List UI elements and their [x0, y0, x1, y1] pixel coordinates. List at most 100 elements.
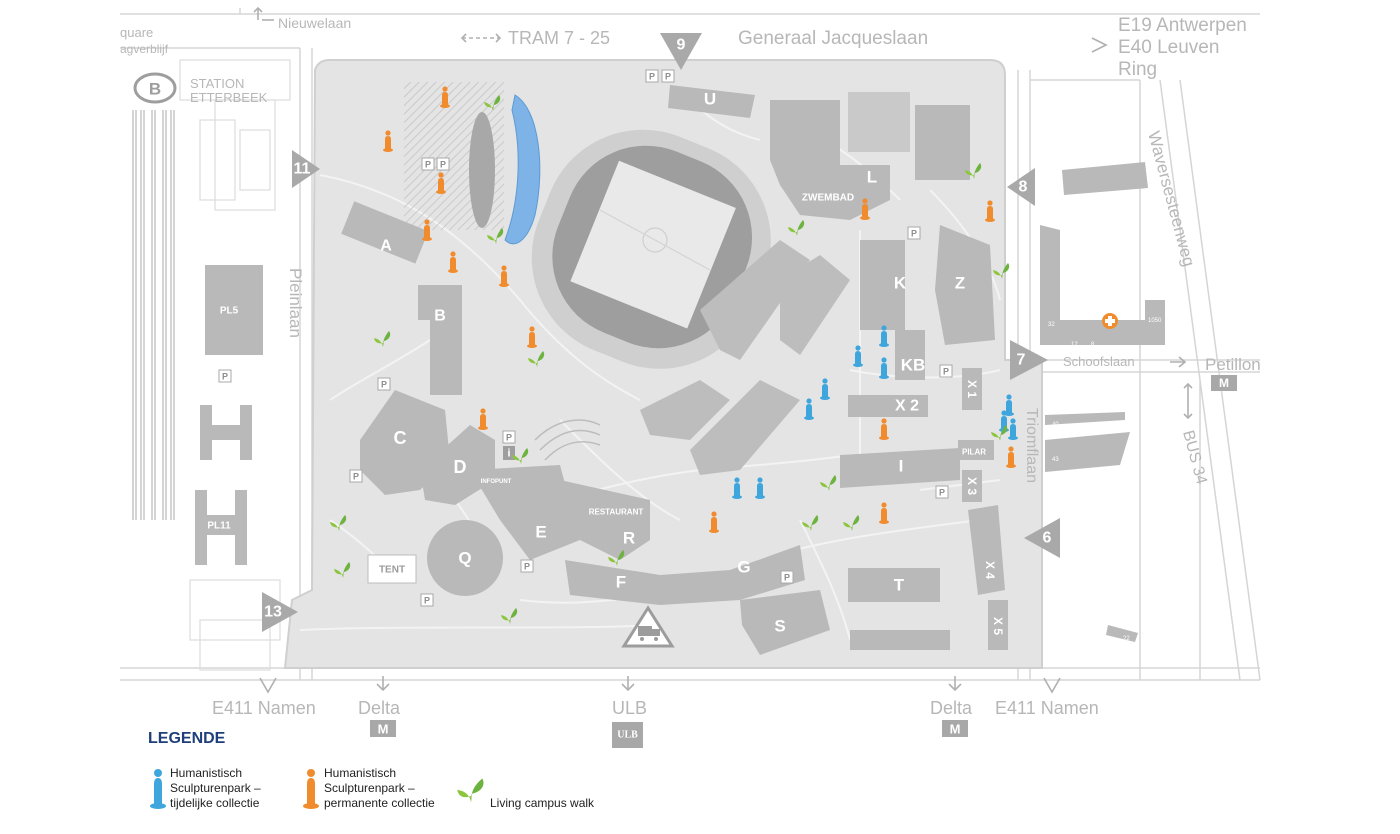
gate-8	[1007, 168, 1035, 206]
parking-icon: P	[421, 157, 435, 171]
building-i: I	[899, 457, 904, 476]
svg-text:12: 12	[1071, 342, 1078, 348]
blue-statue-icon	[1008, 418, 1018, 440]
label-schoofslaan: Schoofslaan	[1063, 354, 1135, 369]
gate-6	[1024, 518, 1060, 558]
metro-delta-right-letter: M	[950, 722, 961, 737]
building-pilar: PILAR	[962, 448, 986, 457]
gate-9	[660, 33, 702, 70]
ulb-badge	[612, 722, 643, 748]
svg-text:32: 32	[1048, 322, 1055, 328]
blue-statue-icon	[879, 357, 889, 379]
gate-8-number: 8	[1019, 179, 1028, 196]
svg-text:P: P	[381, 380, 387, 390]
parking-icon: P	[935, 485, 949, 499]
svg-text:P: P	[440, 160, 446, 170]
label-e40: E40 Leuven	[1118, 37, 1219, 58]
direction-arrows	[253, 6, 1193, 694]
orange-statue-icon	[527, 326, 537, 348]
orange-statue-icon	[499, 265, 509, 287]
svg-text:P: P	[353, 472, 359, 482]
building-kb: KB	[901, 356, 926, 375]
label-petillon: Petillon	[1205, 355, 1261, 374]
svg-text:P: P	[222, 372, 228, 382]
svg-text:P: P	[665, 72, 671, 82]
parking-icon: P	[907, 226, 921, 240]
legend-orange-text: Humanistisch Sculpturenpark – permanente…	[324, 766, 435, 810]
amphitheatre	[534, 419, 601, 461]
metro-delta-left-badge	[370, 720, 396, 737]
parking-icon: P	[939, 364, 953, 378]
orange-statue-icon	[478, 408, 488, 430]
orange-statue-icon	[985, 200, 995, 222]
transit-badges: M M M ULB	[370, 375, 1237, 748]
svg-text:1050: 1050	[1148, 318, 1162, 324]
orange-statue-icon	[303, 769, 319, 809]
metro-delta-left-letter: M	[378, 722, 389, 737]
building-labels: A B C D E F G I K KB L Q R S T U Z X 1 X…	[207, 90, 1005, 636]
svg-text:43: 43	[1052, 457, 1059, 463]
svg-text:P: P	[939, 488, 945, 498]
parking-icon: P	[661, 69, 675, 83]
station-logo-letter: B	[149, 80, 161, 99]
house-numbers: 32 12 8 1050 40 43 22	[1048, 318, 1162, 642]
orange-statue-icon	[436, 172, 446, 194]
parking-icon: P	[502, 430, 516, 444]
gate-9-number: 9	[677, 37, 686, 54]
label-e411-right: E411 Namen	[995, 698, 1099, 718]
label-bus34: BUS 34	[1179, 429, 1210, 487]
buildings	[195, 85, 1165, 655]
orange-statue-icon	[440, 86, 450, 108]
svg-text:22: 22	[1123, 636, 1130, 642]
metro-petillon-letter: M	[1219, 376, 1229, 390]
orange-statue-icon	[422, 219, 432, 241]
leaf-icon	[457, 778, 484, 803]
parking-icon: P	[436, 157, 450, 171]
label-triomflaan: Triomflaan	[1023, 408, 1040, 483]
station-logo: B	[133, 72, 177, 104]
label-waversesteenweg: Waversesteenweg	[1144, 129, 1198, 268]
parking-icon: P	[645, 69, 659, 83]
blue-statue-icon	[804, 398, 814, 420]
svg-text:P: P	[911, 229, 917, 239]
building-x4: X 4	[983, 561, 997, 579]
pond	[504, 94, 541, 245]
building-restaurant: RESTAURANT	[589, 508, 644, 517]
label-ring: Ring	[1118, 59, 1157, 80]
label-tagverblijf: agverblijf	[120, 42, 169, 56]
parking-icon: P	[780, 570, 794, 584]
gate-13	[262, 592, 298, 632]
svg-text:P: P	[506, 433, 512, 443]
parking-icon: P	[420, 593, 434, 607]
gate-11-number: 11	[294, 161, 311, 178]
velodrome	[469, 112, 495, 228]
building-a: A	[380, 238, 392, 255]
building-pl5: PL5	[220, 306, 239, 317]
label-delta-left: Delta	[358, 698, 401, 718]
railway-tracks	[132, 110, 175, 520]
parking-icon: P	[377, 377, 391, 391]
parking-icon: P	[349, 469, 363, 483]
building-e: E	[535, 523, 546, 542]
svg-text:i: i	[507, 448, 510, 460]
label-delta-right: Delta	[930, 698, 973, 718]
label-ulb: ULB	[612, 698, 647, 718]
building-d: D	[454, 457, 467, 477]
info-icon: i	[503, 446, 515, 460]
building-q: Q	[458, 549, 471, 568]
label-e19: E19 Antwerpen	[1118, 15, 1247, 36]
building-k: K	[894, 274, 907, 293]
building-x1: X 1	[965, 380, 979, 398]
blue-statue-icon	[732, 477, 742, 499]
label-nieuwelaan: Nieuwelaan	[278, 15, 351, 31]
svg-text:8: 8	[1091, 342, 1095, 348]
label-e411-left: E411 Namen	[212, 698, 316, 718]
building-u: U	[704, 90, 716, 109]
orange-statue-icon	[448, 251, 458, 273]
blue-statue-icon	[879, 325, 889, 347]
svg-text:P: P	[425, 160, 431, 170]
building-x2: X 2	[895, 398, 919, 415]
gate-6-number: 6	[1043, 530, 1052, 547]
gate-7	[1010, 340, 1048, 380]
delivery-truck-icon	[621, 605, 675, 648]
